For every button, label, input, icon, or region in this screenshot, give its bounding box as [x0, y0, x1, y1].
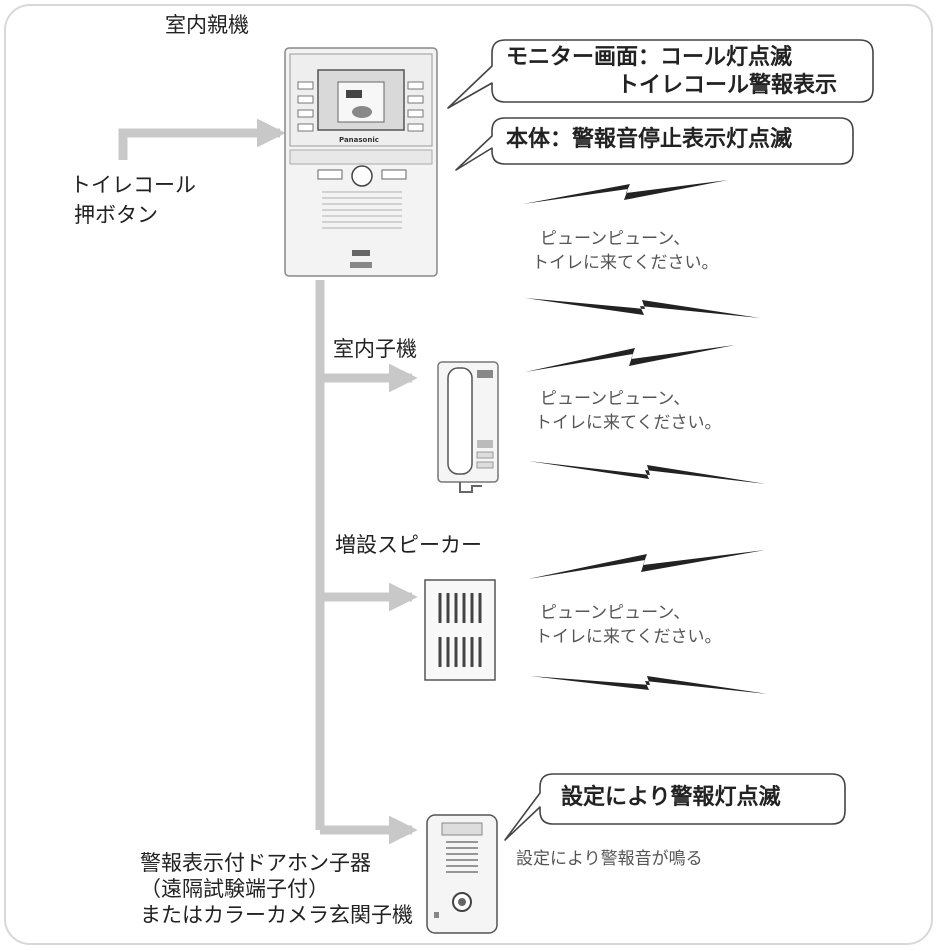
- bubble-body-text: 本体：警報音停止表示灯点滅: [506, 127, 793, 152]
- toilet-button-label-line2: 押ボタン: [74, 203, 158, 227]
- sound-wave-main-top: [523, 180, 728, 204]
- sound-speaker-line1: ピューンピューン、: [540, 603, 691, 623]
- sound-wave-speaker-bottom: [530, 676, 768, 694]
- diagram-frame: [4, 4, 933, 945]
- bubble-monitor-line1: モニター画面：コール灯点滅: [506, 45, 793, 70]
- bubble-door: [504, 773, 846, 841]
- bubble-door-text: 設定により警報灯点滅: [561, 785, 781, 810]
- door-phone-label-line3: またはカラーカメラ玄関子機: [140, 903, 413, 927]
- toilet-button-arrow: [118, 118, 286, 160]
- connection-lines: [118, 118, 418, 845]
- main-unit-device: [284, 47, 438, 277]
- sub-unit-label: 室内子機: [333, 337, 417, 361]
- door-phone-label-line1: 警報表示付ドアホン子器: [140, 851, 371, 875]
- bubble-monitor-line2: トイレコール警報表示: [617, 73, 838, 98]
- main-unit-label: 室内親機: [165, 13, 249, 37]
- speaker-device: [424, 579, 496, 681]
- sound-main-line2: トイレに来てください。: [532, 253, 719, 273]
- sound-waves: [523, 180, 768, 694]
- sound-sub-line2: トイレに来てください。: [535, 413, 722, 433]
- toilet-button-label-line1: トイレコール: [70, 173, 196, 197]
- sound-door-text: 設定により警報音が鳴る: [516, 849, 703, 869]
- sound-wave-sub-bottom: [528, 461, 766, 484]
- bubble-body: [455, 117, 854, 171]
- speaker-label: 増設スピーカー: [335, 533, 482, 557]
- sound-wave-main-bottom: [525, 298, 760, 318]
- sound-sub-line1: ピューンピューン、: [540, 389, 691, 409]
- door-phone-label-line2: （遠隔試験端子付）: [140, 877, 329, 901]
- sound-wave-speaker-top: [528, 550, 765, 579]
- sound-wave-sub-top: [525, 345, 735, 372]
- brand-logo-text: Panasonic: [339, 136, 379, 144]
- door-phone-device: [426, 814, 498, 934]
- talk-button: [351, 165, 373, 187]
- sub-unit-device: [437, 361, 499, 493]
- sound-main-line1: ピューンピューン、: [540, 229, 691, 249]
- sound-speaker-line2: トイレに来てください。: [535, 627, 722, 647]
- bubble-monitor: [447, 39, 874, 109]
